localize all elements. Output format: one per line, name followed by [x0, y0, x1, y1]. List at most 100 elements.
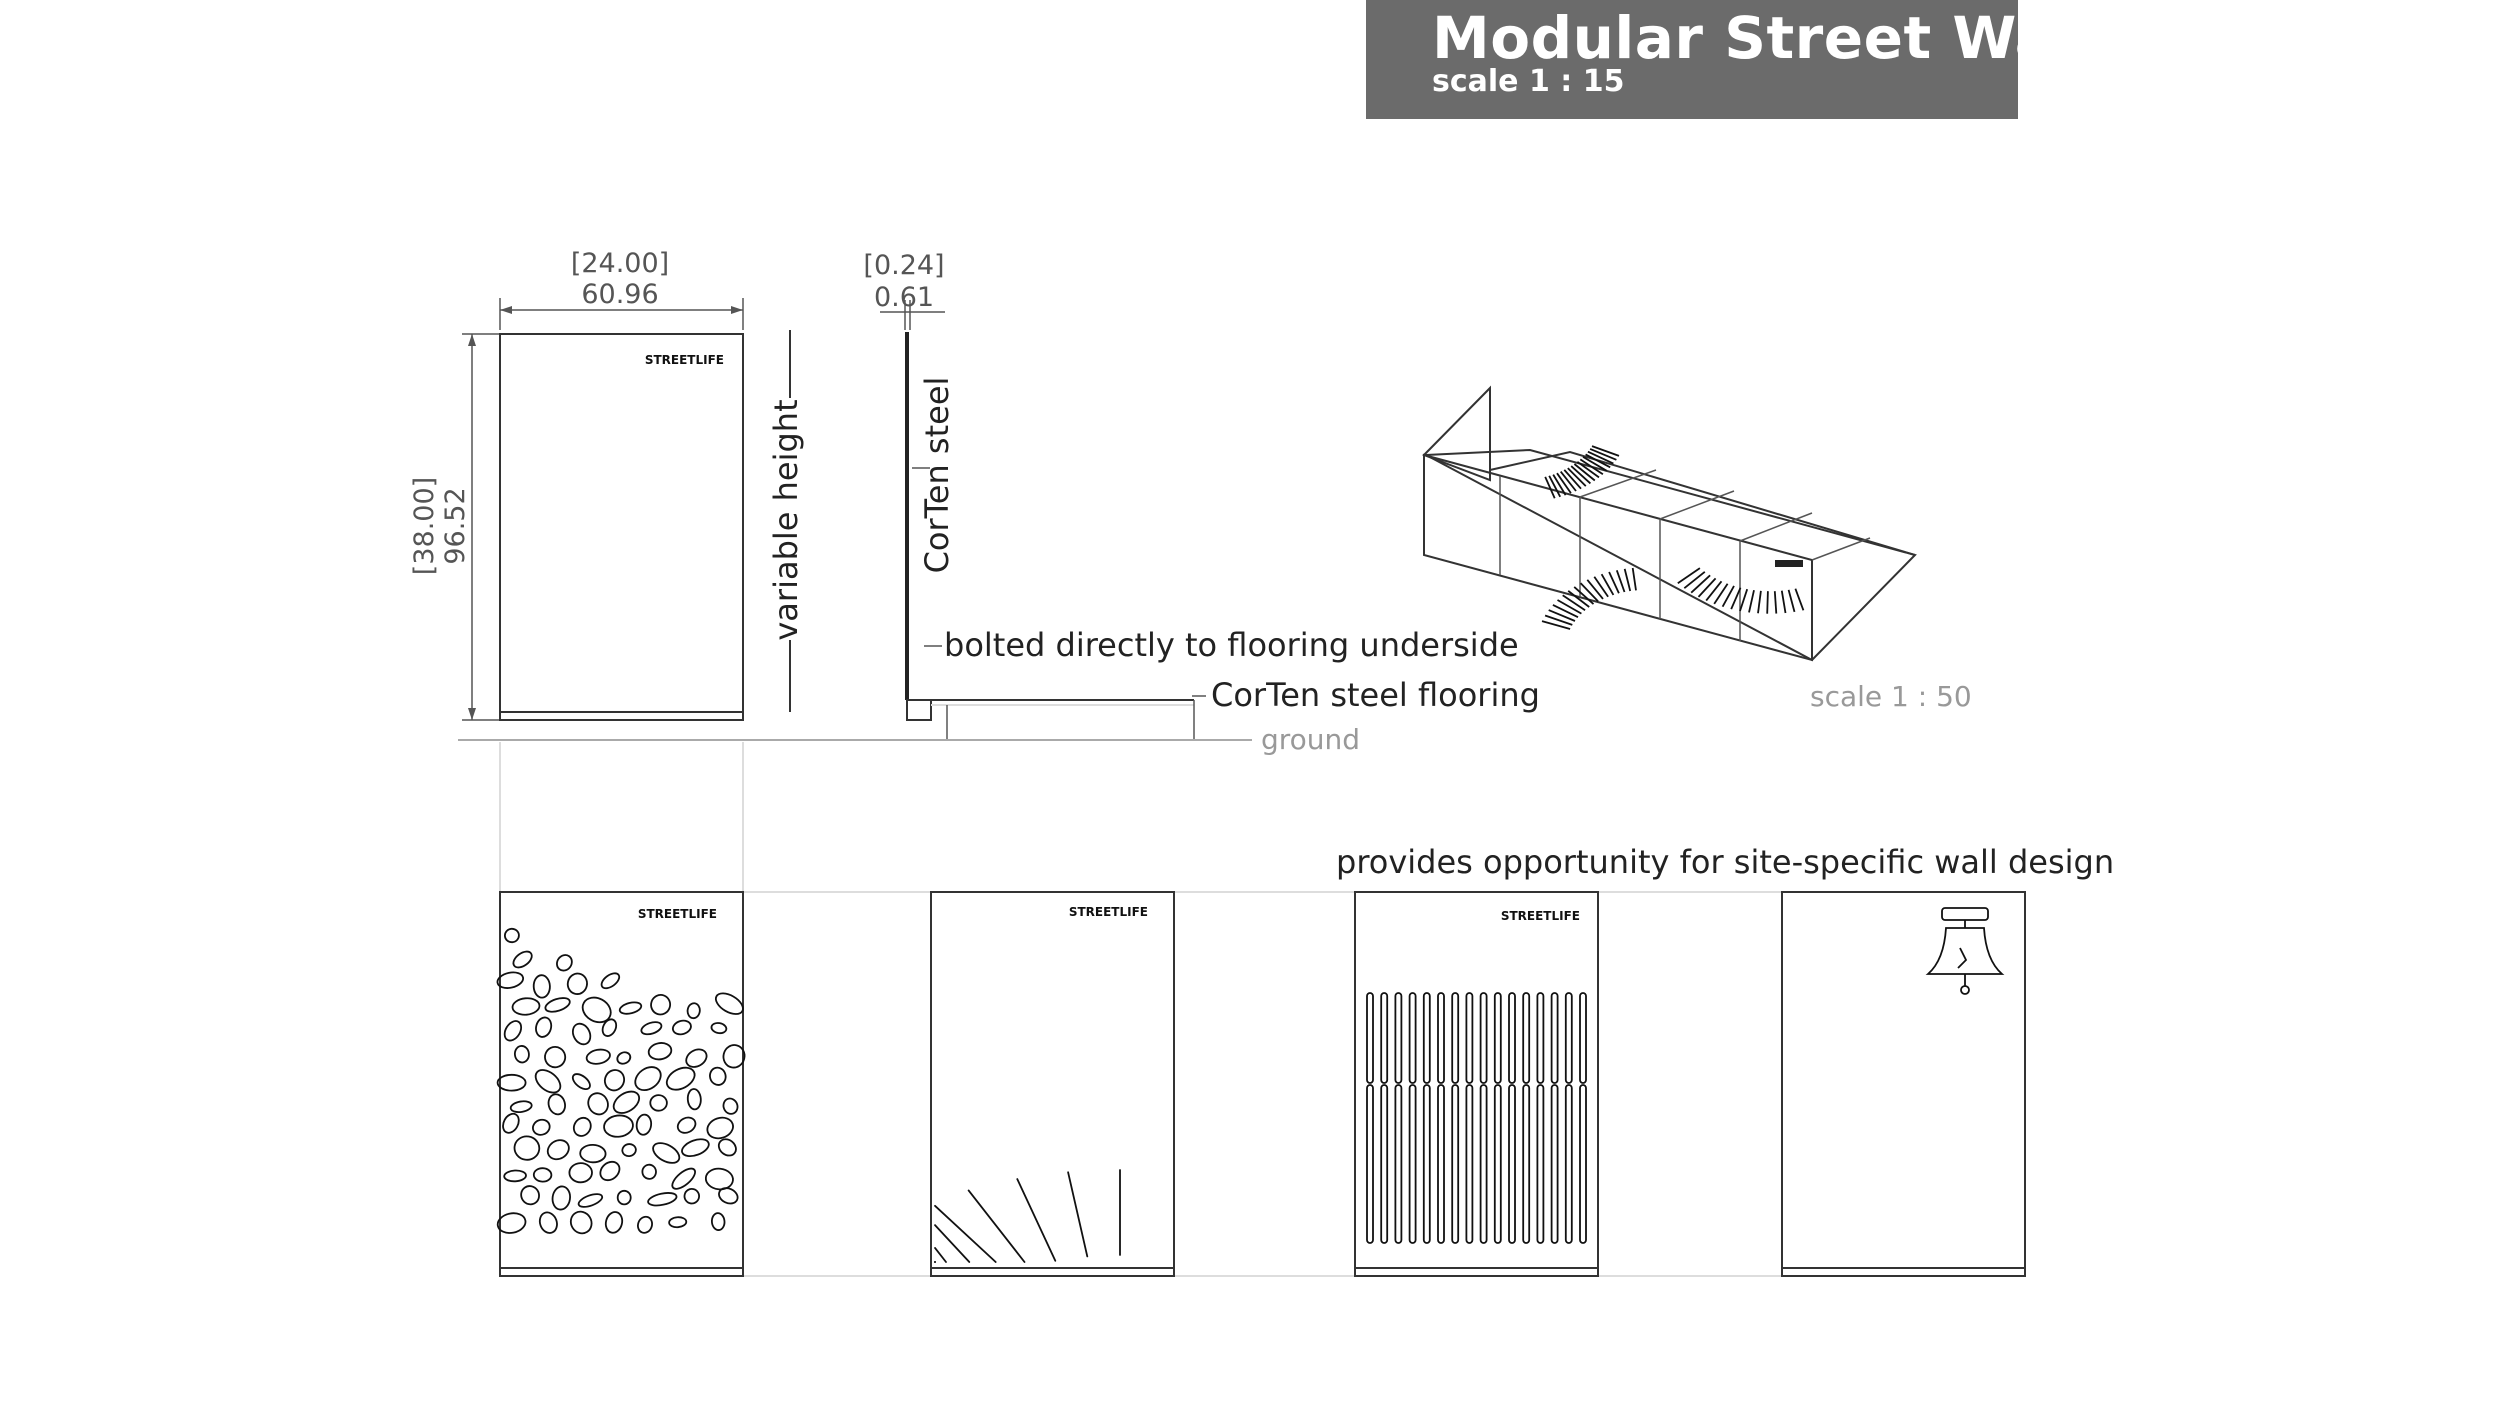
width-dim-cm: 60.96 — [581, 279, 658, 310]
pebble-hole — [503, 1020, 523, 1042]
vertical-slot-lower — [1522, 1084, 1531, 1244]
iso-slot — [1787, 589, 1796, 613]
pebble-hole — [722, 1097, 739, 1115]
pebble-hole — [710, 1022, 728, 1035]
pebble-hole — [502, 1112, 520, 1134]
vertical-slot-lower — [1465, 1084, 1474, 1244]
iso-slot — [1773, 591, 1778, 614]
vertical-slot-upper — [1437, 992, 1445, 1084]
pebble-hole — [603, 1114, 634, 1138]
bolt-note: bolted directly to flooring underside — [944, 626, 1519, 664]
pebble-hole — [571, 1022, 592, 1046]
pebble-pattern — [496, 927, 746, 1235]
thickness-dim-cm: 0.61 — [874, 282, 934, 313]
vertical-slot-lower — [1422, 1084, 1431, 1244]
pebble-hole — [535, 1016, 553, 1038]
iso-slot — [1730, 587, 1742, 610]
iso-slot — [1552, 604, 1579, 619]
iso-slot — [1608, 571, 1620, 594]
pebble-hole — [503, 1169, 527, 1183]
iso-slot — [1582, 456, 1608, 472]
iso-slot — [1591, 445, 1620, 457]
pebble-hole — [504, 927, 520, 944]
iso-slot — [1683, 571, 1706, 589]
pebble-hole — [652, 1142, 681, 1164]
pebble-hole — [621, 1143, 637, 1158]
side-bracket — [906, 699, 932, 721]
vertical-slot-upper — [1451, 992, 1460, 1084]
vertical-slot-upper — [1508, 992, 1516, 1084]
pebble-hole — [511, 997, 541, 1016]
iso-slot — [1615, 569, 1626, 593]
flooring-label: CorTen steel flooring — [1211, 676, 1540, 714]
pebble-hole — [683, 1187, 700, 1205]
iso-slot — [1721, 585, 1735, 608]
iso-slot — [1589, 448, 1617, 461]
width-arrow-right — [731, 306, 743, 314]
vertical-slot-upper — [1422, 992, 1431, 1084]
vertical-slot-lower — [1536, 1084, 1545, 1244]
pebble-hole — [496, 1073, 527, 1092]
vertical-slot-lower — [1564, 1084, 1573, 1244]
iso-side-wing — [1422, 385, 1491, 482]
pebble-hole — [587, 1092, 609, 1116]
pebble-hole — [671, 1167, 696, 1190]
height-dim-inches: [38.00] — [409, 477, 440, 575]
iso-slot — [1766, 591, 1769, 614]
bell-crack — [1957, 947, 1968, 969]
design-panel-pebbles: STREETLIFE — [496, 891, 746, 1277]
pebble-hole — [547, 1093, 566, 1116]
pebble-hole — [706, 1116, 734, 1140]
pebble-hole — [566, 972, 588, 995]
vertical-slot-lower — [1579, 1084, 1587, 1244]
pebble-hole — [577, 1193, 604, 1208]
iso-slot — [1559, 471, 1577, 492]
radial-slot — [1067, 1171, 1089, 1258]
thickness-dim-inches: [0.24] — [863, 250, 944, 281]
pebble-hole — [681, 1138, 710, 1158]
iso-slot — [1556, 472, 1572, 494]
design-options: provides opportunity for site-specific w… — [496, 742, 2114, 1277]
bell-yoke — [1941, 907, 1989, 921]
design-panel-vertical-slots: STREETLIFE — [1354, 891, 1599, 1277]
iso-slot — [1593, 576, 1609, 598]
pebble-hole — [572, 1116, 592, 1137]
pebble-hole — [600, 972, 621, 990]
drawing-scale: scale 1 : 15 — [1432, 64, 1625, 99]
pebble-hole — [513, 1045, 530, 1064]
height-arrow-bottom — [468, 708, 476, 720]
pebble-hole — [571, 1073, 591, 1091]
pebble-hole — [544, 997, 571, 1013]
iso-slot — [1576, 461, 1600, 479]
vertical-slot-upper — [1394, 992, 1403, 1084]
iso-slot — [1544, 476, 1556, 499]
pebble-hole — [551, 1185, 571, 1211]
iso-slot — [1631, 567, 1637, 591]
pebble-hole — [650, 994, 672, 1016]
pebble-hole — [717, 1138, 737, 1157]
pebble-hole — [722, 1044, 746, 1069]
vertical-slot-upper — [1479, 992, 1488, 1084]
iso-slot — [1552, 474, 1567, 496]
iso-slot — [1544, 614, 1573, 626]
ground-label: ground — [1261, 723, 1360, 756]
iso-scale-label: scale 1 : 50 — [1810, 680, 1972, 713]
height-arrow-top — [468, 334, 476, 346]
vertical-slot-lower — [1380, 1084, 1389, 1244]
pebble-hole — [585, 1048, 611, 1065]
iso-slot — [1579, 582, 1599, 603]
pebble-hole — [569, 1210, 593, 1235]
pebble-hole — [668, 1216, 688, 1229]
pebble-hole — [709, 1066, 727, 1086]
panel-3-outline — [1354, 891, 1599, 1277]
pebble-hole — [710, 1212, 726, 1231]
vertical-slot-upper — [1550, 992, 1559, 1084]
iso-floor-div-3 — [1739, 512, 1813, 542]
radial-slot — [1016, 1178, 1057, 1262]
radial-slot — [934, 1204, 997, 1263]
pebble-hole — [641, 1163, 657, 1180]
iso-slot — [1757, 590, 1762, 614]
iso-slot — [1739, 588, 1749, 612]
corten-steel-label: CorTen steel — [918, 377, 956, 574]
